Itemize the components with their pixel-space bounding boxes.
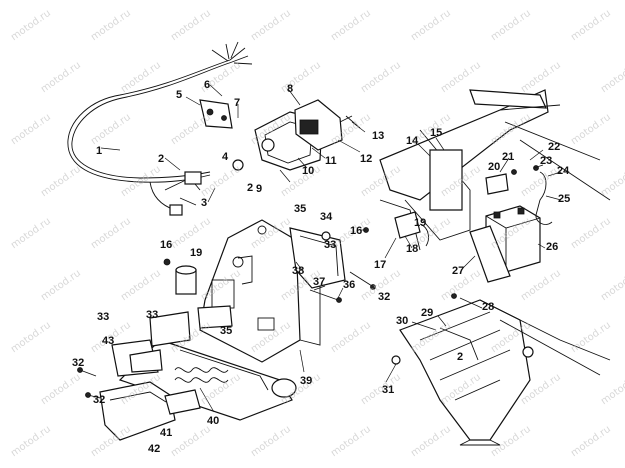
- part-callout-32: 32: [72, 357, 85, 369]
- part-callout-2: 2: [158, 153, 165, 165]
- rear-bumper-section: [99, 381, 201, 441]
- part-callout-8: 8: [287, 83, 294, 95]
- bumper-bracket: [111, 339, 163, 377]
- part-callout-2: 2: [247, 182, 254, 194]
- part-callout-22: 22: [548, 141, 561, 153]
- part-callout-24: 24: [557, 165, 570, 177]
- part-callout-7: 7: [234, 97, 241, 109]
- part-callout-9: 9: [256, 183, 263, 195]
- upper-right-frame: [379, 89, 611, 251]
- mounting-plate: [199, 99, 233, 129]
- part-callout-32: 32: [93, 394, 106, 406]
- part-callout-40: 40: [207, 415, 220, 427]
- part-callout-25: 25: [558, 193, 571, 205]
- rubber-block: [149, 305, 233, 347]
- part-callout-2: 2: [457, 351, 464, 363]
- battery-tray: [469, 225, 511, 283]
- lower-frame-beam: [118, 339, 297, 421]
- part-callout-3: 3: [201, 197, 208, 209]
- part-callout-13: 13: [372, 130, 385, 142]
- part-callout-20: 20: [488, 161, 501, 173]
- part-callout-10: 10: [302, 165, 315, 177]
- callout-leader-lines: [100, 84, 562, 413]
- part-callout-33: 33: [97, 311, 110, 323]
- part-callout-11: 11: [325, 155, 337, 167]
- part-callout-38: 38: [292, 265, 305, 277]
- part-callout-1: 1: [96, 145, 103, 157]
- part-callout-27: 27: [452, 265, 465, 277]
- part-callout-16: 16: [160, 239, 173, 251]
- part-callout-21: 21: [502, 151, 515, 163]
- part-callout-17: 17: [374, 259, 387, 271]
- part-callout-14: 14: [406, 135, 419, 147]
- part-callout-19: 19: [414, 217, 427, 229]
- coil-spring: [174, 367, 229, 383]
- regulator: [289, 227, 346, 289]
- part-callout-35: 35: [220, 325, 233, 337]
- part-callout-31: 31: [382, 384, 395, 396]
- part-callout-37: 37: [313, 276, 326, 288]
- part-callout-15: 15: [430, 127, 443, 139]
- part-callout-35: 35: [294, 203, 307, 215]
- part-callout-36: 36: [343, 279, 356, 291]
- part-callout-29: 29: [421, 307, 434, 319]
- part-callout-26: 26: [546, 241, 559, 253]
- part-callout-42: 42: [148, 443, 161, 455]
- part-callout-33: 33: [146, 309, 159, 321]
- part-callout-28: 28: [482, 301, 495, 313]
- part-callout-30: 30: [396, 315, 409, 327]
- part-callout-16: 16: [350, 225, 363, 237]
- tail-light-assembly: [232, 99, 361, 171]
- part-callout-33: 33: [324, 239, 337, 251]
- starter-relay: [363, 211, 429, 247]
- part-callout-18: 18: [406, 243, 419, 255]
- part-callout-32: 32: [378, 291, 391, 303]
- part-callout-23: 23: [540, 155, 553, 167]
- lower-right-frame: [391, 299, 611, 446]
- part-callout-5: 5: [176, 89, 183, 101]
- part-callout-43: 43: [102, 335, 115, 347]
- battery-hardware: [451, 165, 539, 299]
- mounting-bolts: [77, 271, 376, 399]
- ignition-coil: [163, 258, 197, 295]
- wiring-harness: [67, 41, 253, 216]
- part-callout-41: 41: [160, 427, 173, 439]
- part-callout-4: 4: [222, 151, 229, 163]
- part-callout-19: 19: [190, 247, 203, 259]
- part-callout-6: 6: [204, 79, 211, 91]
- part-callout-34: 34: [320, 211, 333, 223]
- part-callout-12: 12: [360, 153, 373, 165]
- part-callout-39: 39: [300, 375, 313, 387]
